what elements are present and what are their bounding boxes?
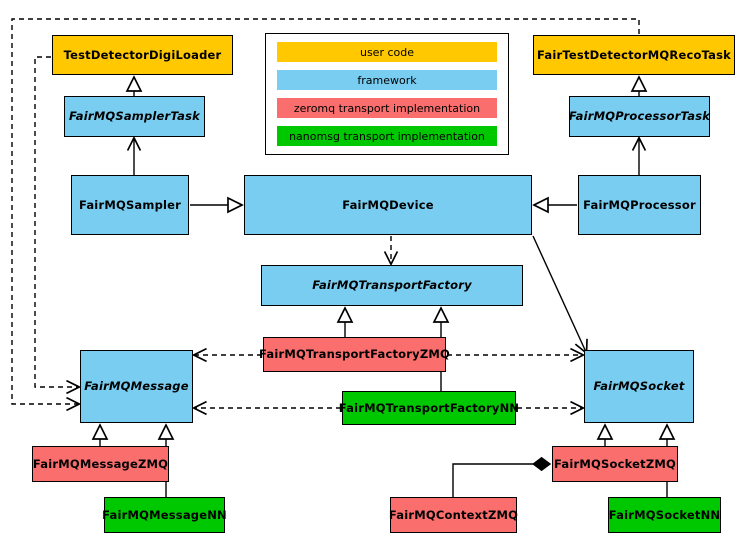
- rel-device-socket: [532, 235, 586, 352]
- class-label: FairMQMessageNN: [102, 507, 227, 522]
- class-box-fairmqtransportfactorynn[interactable]: FairMQTransportFactoryNN: [339, 391, 519, 425]
- class-label: FairMQContextZMQ: [388, 507, 519, 522]
- class-box-fairmqcontextzmq[interactable]: FairMQContextZMQ: [388, 497, 519, 533]
- class-label: TestDetectorDigiLoader: [63, 47, 222, 62]
- class-box-fairmqsocket[interactable]: FairMQSocket: [584, 350, 694, 423]
- class-box-fairmqprocessortask[interactable]: FairMQProcessorTask: [569, 96, 710, 137]
- class-label: FairTestDetectorMQRecoTask: [537, 47, 731, 62]
- class-box-fairmqmessage[interactable]: FairMQMessage: [80, 350, 193, 423]
- class-label: FairMQTransportFactoryNN: [338, 400, 520, 415]
- legend-label-user-code: user code: [359, 45, 415, 59]
- legend-label-zeromq: zeromq transport implementation: [293, 101, 481, 115]
- class-box-fairmqsocketnn[interactable]: FairMQSocketNN: [608, 497, 721, 533]
- rel-contextzmq-socketzmq: [452, 456, 552, 497]
- class-label: FairMQMessageZMQ: [32, 456, 169, 471]
- class-label: FairMQSocket: [593, 379, 685, 394]
- class-box-fairmqdevice[interactable]: FairMQDevice: [244, 175, 532, 235]
- class-label: FairMQDevice: [342, 197, 434, 212]
- rel-recotask-message: [11, 18, 640, 404]
- legend-item-user-code: user code: [277, 42, 497, 62]
- legend-label-framework: framework: [357, 73, 417, 87]
- class-label: FairMQTransportFactoryZMQ: [259, 347, 451, 362]
- class-label: FairMQMessage: [84, 379, 189, 394]
- legend-item-framework: framework: [277, 70, 497, 90]
- class-label: FairMQSocketNN: [608, 507, 721, 522]
- class-box-fairmqsampler[interactable]: FairMQSampler: [71, 175, 189, 235]
- class-box-fairmqprocessor[interactable]: FairMQProcessor: [578, 175, 701, 235]
- class-box-fairmqtransportfactoryzmq[interactable]: FairMQTransportFactoryZMQ: [259, 337, 450, 372]
- class-box-fairmqtransportfactory[interactable]: FairMQTransportFactory: [261, 265, 523, 306]
- class-label: FairMQSamplerTask: [69, 109, 200, 124]
- legend-item-zeromq: zeromq transport implementation: [277, 98, 497, 118]
- legend-panel: user code framework zeromq transport imp…: [265, 33, 509, 155]
- legend-label-nanomsg: nanomsg transport implementation: [289, 129, 485, 143]
- class-label: FairMQSocketZMQ: [554, 456, 676, 471]
- class-box-testdetectordigiloader[interactable]: TestDetectorDigiLoader: [52, 35, 233, 75]
- class-box-fairmqmessagezmq[interactable]: FairMQMessageZMQ: [32, 446, 169, 482]
- class-box-fairmqsocketzmq[interactable]: FairMQSocketZMQ: [552, 446, 678, 482]
- class-box-fairmqsamplertask[interactable]: FairMQSamplerTask: [64, 96, 205, 137]
- class-label: FairMQProcessorTask: [568, 109, 711, 124]
- class-box-fairtestdetectormqrecotask[interactable]: FairTestDetectorMQRecoTask: [533, 35, 735, 75]
- legend-item-nanomsg: nanomsg transport implementation: [277, 126, 497, 146]
- class-label: FairMQProcessor: [583, 197, 696, 212]
- class-label: FairMQSampler: [78, 197, 182, 212]
- class-box-fairmqmessagenn[interactable]: FairMQMessageNN: [102, 497, 227, 533]
- rel-digiloader-message: [34, 56, 78, 387]
- class-label: FairMQTransportFactory: [312, 278, 472, 293]
